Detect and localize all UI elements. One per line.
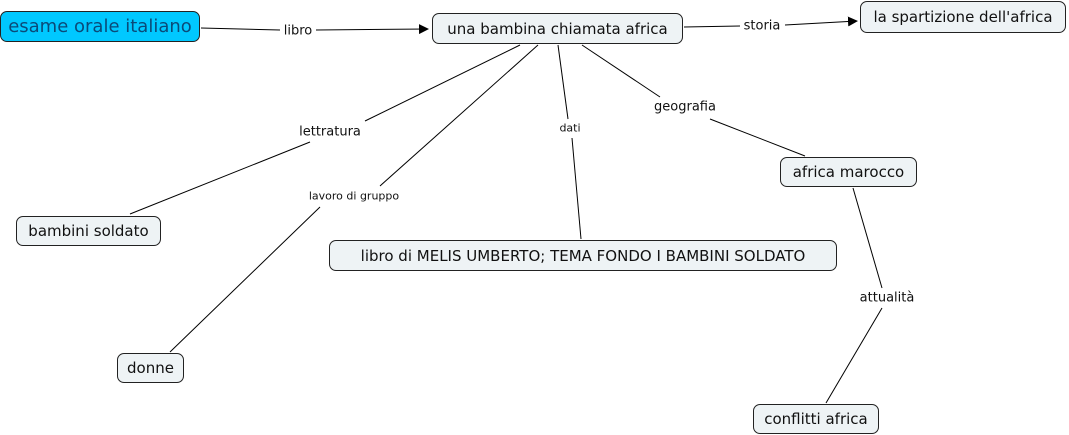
connector-attualita-in [852,187,883,289]
connector-dati-in [557,44,569,120]
link-label-storia[interactable]: storia [741,18,783,34]
connector-dati-out [571,137,582,240]
link-label-geografia[interactable]: geografia [652,99,718,115]
connector-lettratura-out [129,141,311,215]
link-label-lettratura[interactable]: lettratura [297,124,363,140]
concept-book[interactable]: una bambina chiamata africa [432,13,683,44]
concept-child-soldiers[interactable]: bambini soldato [16,216,161,246]
connector-lettratura-in [364,44,521,122]
connector-attualita-out [825,307,883,404]
link-label-lavoro-di-gruppo[interactable]: lavoro di gruppo [306,189,402,203]
concept-morocco[interactable]: africa marocco [780,157,917,187]
connector-libro-in [200,27,281,31]
concept-women[interactable]: donne [117,353,184,383]
concept-root[interactable]: esame orale italiano [0,11,200,42]
concept-history[interactable]: la spartizione dell'africa [860,1,1066,33]
connector-libro-out [315,24,429,35]
link-label-dati[interactable]: dati [557,121,583,135]
connector-lavoro-out [169,206,321,353]
connector-geografia-in [581,44,661,98]
connector-storia-out [784,16,858,27]
link-label-attualita[interactable]: attualità [857,290,917,306]
connector-lavoro-in [379,44,539,187]
link-label-libro[interactable]: libro [281,23,315,39]
concept-data[interactable]: libro di MELIS UMBERTO; TEMA FONDO I BAM… [329,240,837,271]
connector-geografia-out [709,118,806,157]
connector-storia-in [683,25,741,28]
concept-conflicts[interactable]: conflitti africa [753,404,879,434]
